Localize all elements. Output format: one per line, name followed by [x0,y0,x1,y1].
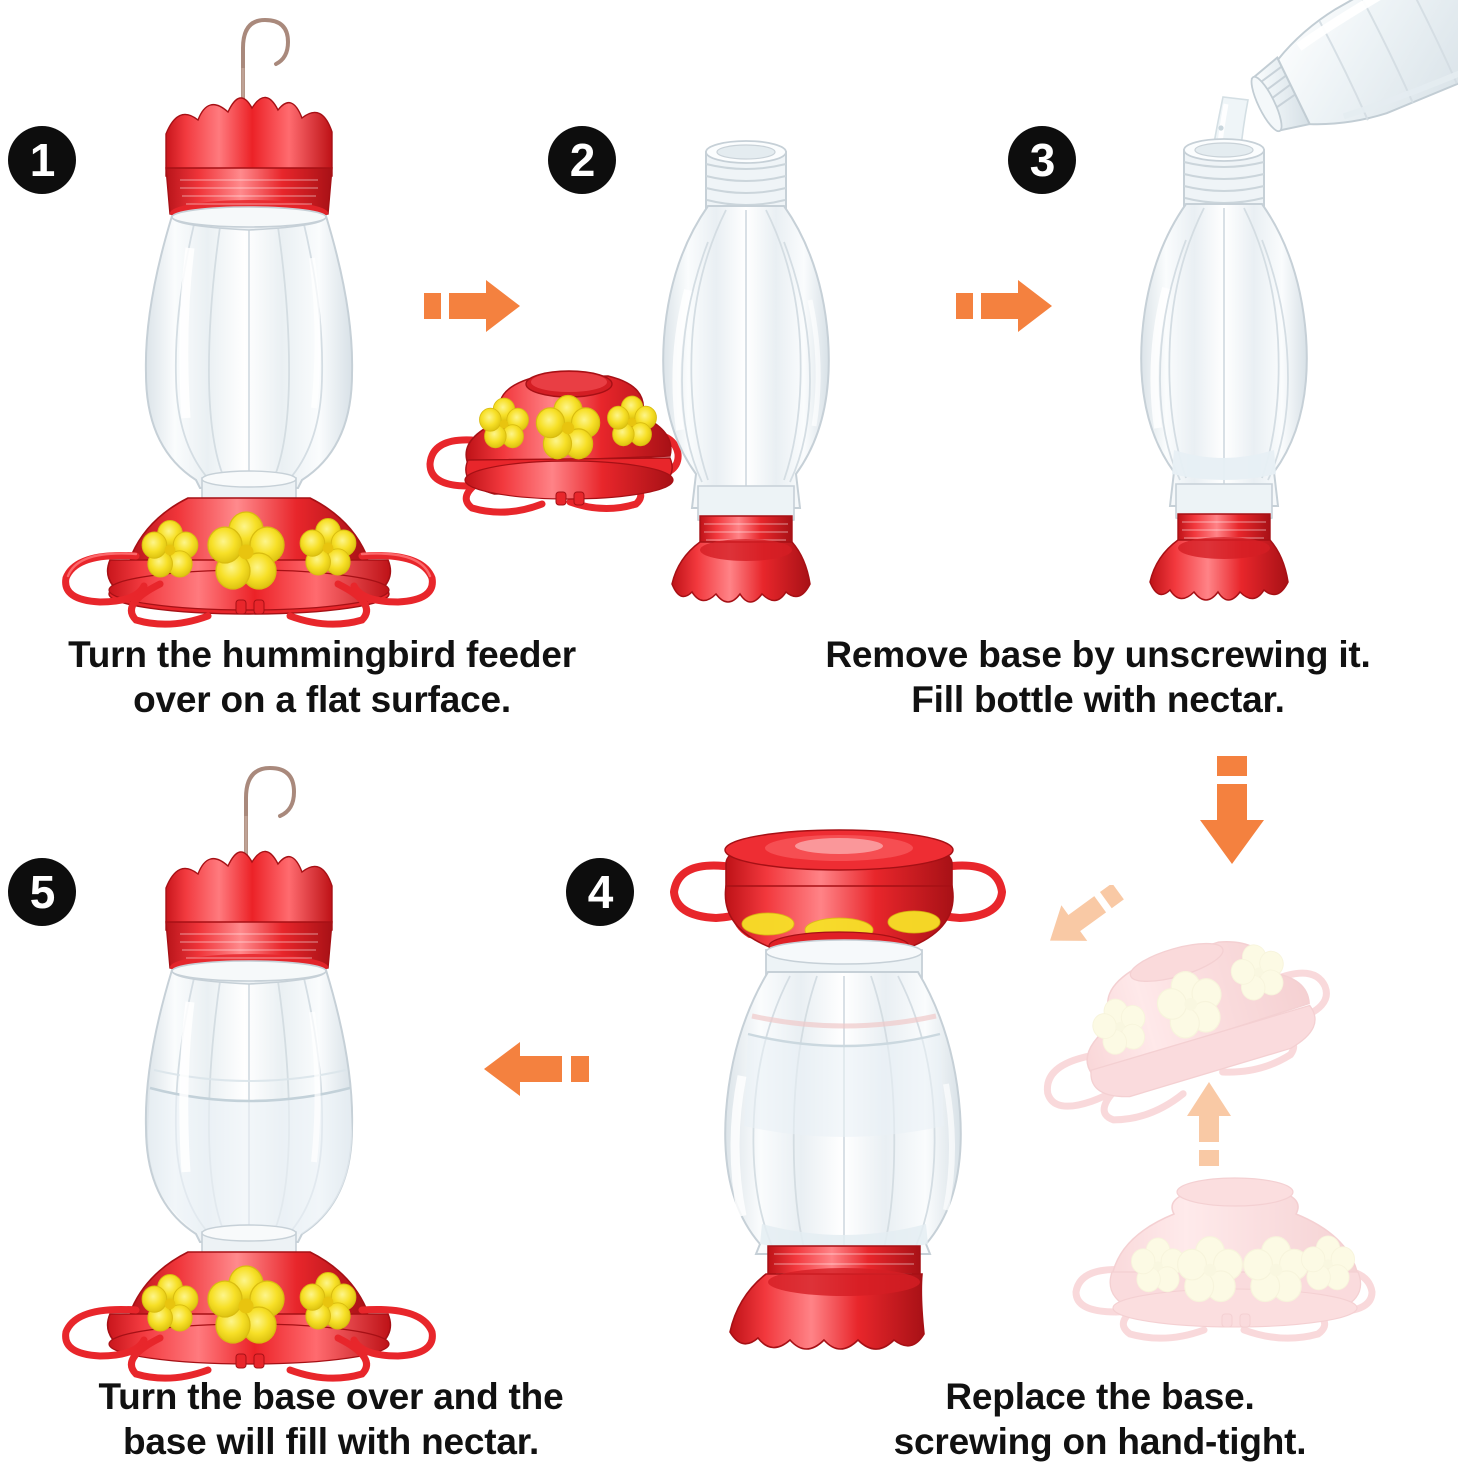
step-badge-2: 2 [548,126,616,194]
step-badge-3: 3 [1008,126,1076,194]
caption-step-1: Turn the hummingbird feeder over on a fl… [68,634,576,721]
step-badge-4: 4 [566,858,634,926]
illustration-step-2-bottle-and-base [424,130,894,610]
caption-step-4: Replace the base. screwing on hand-tight… [893,1376,1307,1463]
ghost-base-upright [1070,1177,1400,1350]
illustration-step-3-pouring-nectar [1088,0,1458,610]
ghost-base-tilted [1030,930,1360,1130]
illustration-step-1-feeder-upright [40,8,460,628]
ghost-arrow-base-rise [1185,1080,1233,1176]
step-badge-1: 1 [8,126,76,194]
illustration-step-5-feeder-filled [38,742,458,1382]
caption-step-5: Turn the base over and the base will fil… [98,1376,564,1463]
arrow-step2-to-step3 [956,278,1054,334]
ghost-arrow-base-lift [1040,885,1128,947]
arrow-step4-to-step5 [482,1038,590,1100]
step-badge-5: 5 [8,858,76,926]
caption-step-2: Remove base by unscrewing it. Fill bottl… [825,634,1371,721]
arrow-step3-to-step4 [1190,756,1274,868]
arrow-step1-to-step2 [424,278,522,334]
illustration-step-4-base-attached [656,826,1036,1356]
